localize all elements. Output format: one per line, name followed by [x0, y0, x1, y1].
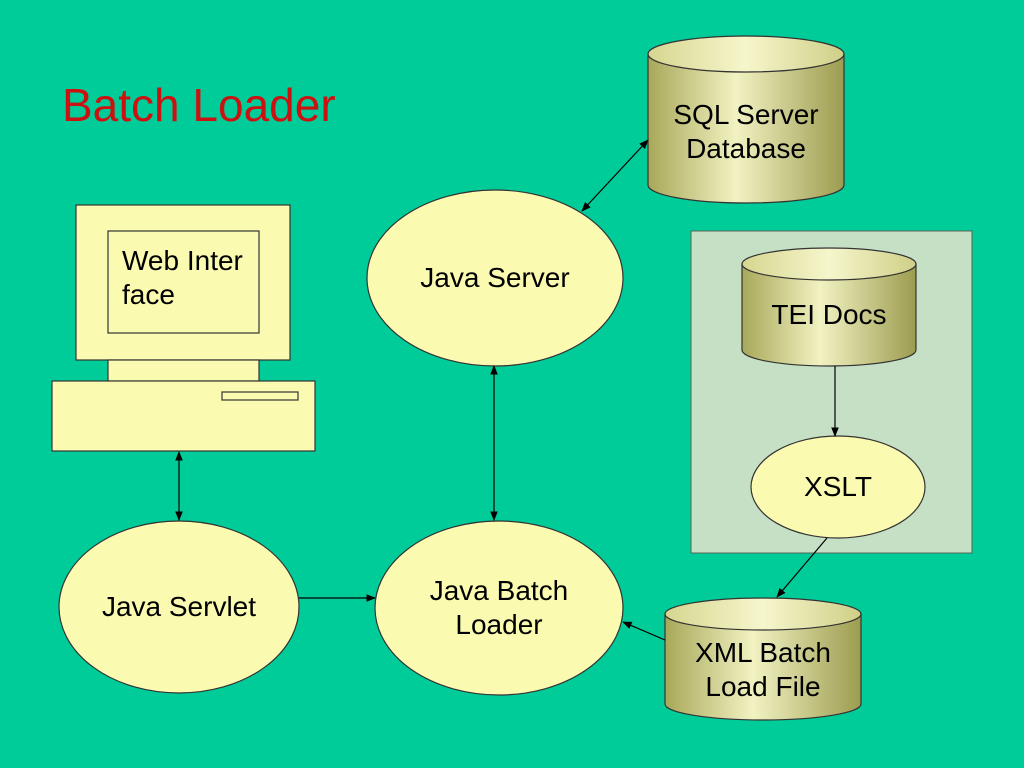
xml-batch-file-label: XML Batch Load File: [665, 628, 861, 712]
tei-docs-cylinder: [741, 247, 917, 367]
xslt-label: XSLT: [804, 471, 872, 503]
java-server-label: Java Server: [420, 262, 570, 294]
connector-xml-file-batch-loader: [622, 621, 666, 641]
monitor-screen: [107, 230, 260, 334]
computer-icon: [51, 204, 316, 452]
sql-server-label-line2: Database: [686, 133, 806, 164]
java-batch-loader-line1: Java Batch: [429, 575, 569, 607]
java-batch-loader-line2: Loader: [455, 609, 543, 640]
java-batch-loader-label: Java Batch Loader: [375, 566, 623, 650]
java-servlet-label: Java Servlet: [101, 591, 257, 623]
page-title: Batch Loader: [62, 79, 336, 131]
xml-batch-file-line2: Load File: [705, 671, 821, 702]
xml-batch-file-line1: XML Batch: [695, 637, 831, 669]
java-batch-loader-node: [374, 520, 624, 696]
sql-server-label-line1: SQL Server: [673, 99, 819, 131]
xml-batch-file-cylinder: [664, 597, 862, 721]
sql-server-database-label: SQL Server Database: [648, 92, 844, 172]
monitor-neck: [107, 359, 260, 382]
connector-xslt-xml-file: [776, 537, 828, 598]
java-servlet-node: [58, 520, 300, 694]
disk-drive-slot: [221, 391, 299, 401]
web-interface-label: Web Interface: [122, 245, 243, 310]
connector-java-server-sql: [581, 139, 649, 212]
sql-server-database-cylinder: [647, 35, 845, 204]
tei-docs-label: TEI Docs: [771, 299, 887, 331]
